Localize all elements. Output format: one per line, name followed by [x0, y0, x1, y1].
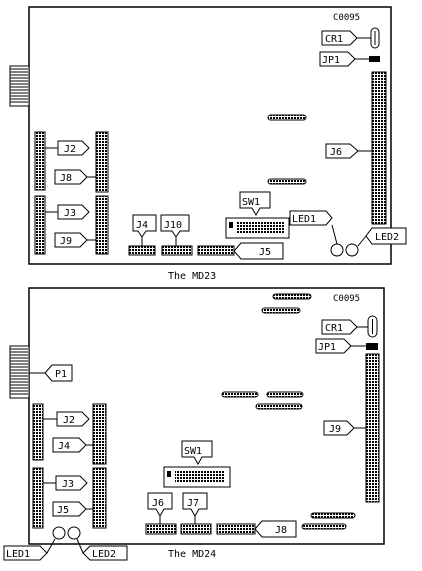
md24-j8-label: J8: [275, 525, 287, 536]
md24-j7-label: J7: [187, 498, 199, 509]
md23-board: C0095 CR1 JP1 J6: [9, 6, 407, 265]
md24-jp1: JP1: [315, 338, 378, 354]
md24-caption: The MD24: [168, 549, 216, 560]
md24-j3: J3: [43, 475, 88, 491]
md24-j2: J2: [43, 411, 90, 427]
md23-j2-label: J2: [64, 144, 76, 155]
md24-j4-label: J4: [58, 441, 70, 452]
md24-sw1-label: SW1: [184, 446, 202, 457]
md24-edge-connector: [9, 345, 30, 399]
md24-sw1: SW1: [163, 440, 231, 488]
md24-j9-label: J9: [329, 424, 341, 435]
md24-board: P1 C0095 CR1 JP1: [3, 287, 385, 561]
md23-j9: J9: [54, 232, 96, 248]
md23-resistor-packs: [267, 114, 307, 185]
md23-j8-label: J8: [60, 173, 72, 184]
md24-jp1-label: JP1: [318, 342, 336, 353]
md24-led1-label: LED1: [6, 549, 30, 560]
md23-led2-label: LED2: [375, 232, 399, 243]
md24-p1-label: P1: [55, 369, 67, 380]
md24-j4: J4: [52, 437, 93, 453]
md23-j4: J4: [128, 214, 157, 256]
md24-j9: J9: [323, 353, 380, 503]
md24-j6-label: J6: [152, 498, 164, 509]
md24-j6: J6: [145, 492, 177, 535]
md23-led1-label: LED1: [292, 214, 316, 225]
md23-j4-label: J4: [136, 220, 148, 231]
md23-j3-label: J3: [64, 208, 76, 219]
md23-cr1-label: CR1: [325, 34, 343, 45]
md23-cr1: CR1: [321, 27, 380, 49]
md23-j6: J6: [325, 71, 387, 225]
md24-j3-label: J3: [62, 479, 74, 490]
md23-jp1: JP1: [319, 51, 380, 67]
md23-j8: J8: [54, 169, 96, 185]
md24-cr1: CR1: [321, 315, 378, 338]
md23-led1: LED1: [289, 210, 344, 257]
md23-j5-label: J5: [259, 247, 271, 258]
md23-caption: The MD23: [168, 271, 216, 282]
md23-jp1-label: JP1: [322, 55, 340, 66]
md24-j7: J7: [180, 492, 212, 535]
md23-j10: J10: [160, 214, 193, 256]
md23-j5: J5: [197, 242, 284, 260]
md24-left-headers: [32, 403, 107, 529]
md23-edge-connector: [9, 65, 30, 107]
md23-j2: J2: [45, 140, 90, 156]
md24-j2-label: J2: [63, 415, 75, 426]
md24-led2: LED2: [67, 526, 128, 561]
md24-code: C0095: [333, 294, 360, 304]
md23-j3: J3: [45, 204, 90, 220]
md23-j6-label: J6: [330, 147, 342, 158]
md23-sw1-label: SW1: [242, 197, 260, 208]
md23-sw1: SW1: [225, 191, 290, 239]
md23-j9-label: J9: [60, 236, 72, 247]
md24-j5-label: J5: [57, 505, 69, 516]
md24-j8: J8: [216, 520, 297, 538]
md23-code: C0095: [333, 13, 360, 23]
md24-p1: P1: [29, 364, 73, 382]
md24-led1: LED1: [3, 526, 66, 561]
md23-led2: LED2: [345, 227, 407, 257]
md23-left-headers: [34, 131, 109, 255]
md23-outline: [28, 6, 392, 265]
md24-cr1-label: CR1: [325, 323, 343, 334]
md24-resistor-packs: [221, 293, 356, 530]
md24-j5: J5: [52, 501, 93, 517]
md23-j10-label: J10: [164, 220, 182, 231]
md24-led2-label: LED2: [92, 549, 116, 560]
